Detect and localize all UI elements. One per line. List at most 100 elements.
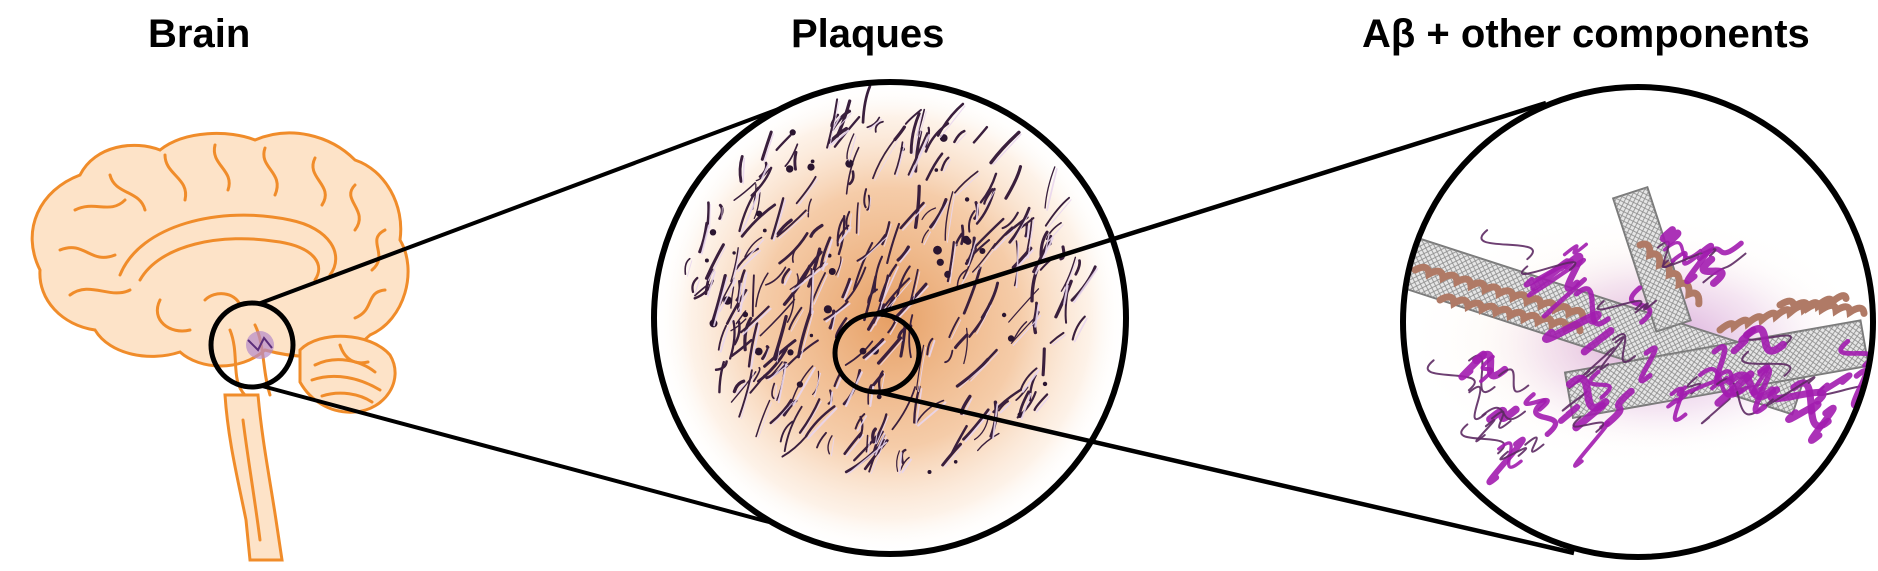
- plaque-fibril: [921, 229, 930, 244]
- plaque-fibril: [717, 324, 727, 351]
- plaque-fibril: [962, 408, 990, 441]
- plaque-fibril: [684, 257, 691, 275]
- copper-helix: [1776, 297, 1868, 318]
- protein-ribbon: [1701, 397, 1731, 425]
- brain-zoom-circle: [208, 300, 296, 390]
- plaque-fibril: [833, 373, 841, 388]
- plaque-fibril: [738, 369, 753, 418]
- plaque-fibril: [1039, 230, 1049, 263]
- plaque-fibril: [1001, 211, 1019, 230]
- plaque-fibril-highlight: [975, 203, 979, 222]
- plaque-fibril-highlight: [811, 269, 815, 315]
- plaque-particle: [845, 159, 854, 168]
- protein-ribbon: [1670, 250, 1700, 266]
- plaque-fibril: [899, 324, 907, 358]
- plaque-fibril: [956, 268, 968, 287]
- plaque-fibril-highlight: [923, 231, 931, 246]
- plaque-fibril: [730, 338, 753, 358]
- zoom-connector-1: [257, 102, 793, 524]
- plaque-fibril: [759, 298, 796, 337]
- plaque-fibril-highlight: [911, 271, 921, 305]
- protein-ribbon: [1564, 252, 1584, 292]
- protein-ribbon: [1588, 369, 1612, 400]
- plaque-fibril-highlight: [750, 324, 761, 370]
- plaque-fibril: [929, 198, 948, 229]
- plaque-fibril: [874, 120, 884, 133]
- plaque-fibril-highlight: [739, 271, 748, 314]
- plaque-particle: [704, 258, 709, 263]
- protein-ribbon: [1533, 398, 1559, 437]
- plaque-fibril-highlight: [740, 188, 762, 234]
- plaque-particle: [944, 270, 952, 278]
- plaque-fibril: [856, 233, 887, 262]
- protein-ribbon: [1596, 300, 1643, 311]
- plaque-fibril: [962, 247, 977, 280]
- plaque-fibril: [779, 420, 794, 443]
- plaque-fibril: [896, 450, 900, 472]
- plaque-fibril: [953, 129, 966, 144]
- plaque-fibril-highlight: [832, 116, 841, 129]
- plaque-fibril: [899, 456, 910, 471]
- plaque-fibril: [866, 194, 871, 211]
- components-title: Aβ + other components: [1362, 12, 1810, 56]
- plaque-particle: [953, 460, 958, 464]
- protein-ribbon: [1716, 377, 1761, 416]
- plaque-fibril: [925, 152, 944, 181]
- plaque-fibril: [1060, 256, 1077, 292]
- plaque-fibril-highlight: [856, 415, 868, 432]
- plaque-fibril: [784, 143, 799, 167]
- protein-ribbon: [1599, 336, 1625, 371]
- plaque-fibril: [855, 202, 859, 234]
- plaque-fibril: [1049, 331, 1065, 344]
- plaque-fibril-highlight: [1021, 369, 1040, 393]
- plaque-fibril: [1013, 321, 1028, 341]
- plaque-fibril: [968, 313, 986, 338]
- magenta-protein-ribbons: [1426, 226, 1873, 486]
- plaque-fibril-highlight: [778, 211, 809, 239]
- plaque-fibril: [698, 221, 709, 254]
- plaque-fibril: [786, 293, 795, 323]
- plaque-fibril: [936, 102, 965, 137]
- plaque-fibril-highlight: [976, 304, 992, 335]
- plaque-fibril: [926, 337, 934, 356]
- plaque-fibril: [761, 345, 770, 360]
- protein-ribbon: [1523, 392, 1550, 412]
- plaque-fibril-highlight: [874, 433, 886, 456]
- protein-ribbon: [1817, 372, 1853, 395]
- plaque-fibril: [1008, 288, 1040, 323]
- plaque-particle: [742, 311, 749, 318]
- plaque-particle: [939, 134, 948, 142]
- plaque-fibril-highlight: [1063, 284, 1069, 306]
- plaque-fibril: [852, 241, 874, 291]
- plaque-fibril-highlight: [694, 279, 700, 295]
- zoom-connector-2: [874, 100, 1575, 556]
- plaque-fibril-highlight: [831, 312, 837, 331]
- plaque-fibril: [730, 247, 739, 282]
- plaque-fibril-highlight: [772, 199, 787, 242]
- plaque-fibril-highlight: [944, 445, 963, 468]
- plaque-fibril: [863, 188, 868, 209]
- plaque-fibril-highlight: [1062, 258, 1078, 294]
- plaque-fibril: [793, 150, 798, 171]
- protein-ribbon: [1725, 371, 1777, 401]
- plaque-fibril: [963, 327, 968, 365]
- plaque-fibril: [807, 247, 822, 288]
- plaque-fibril: [891, 386, 916, 431]
- plaque-fibril-highlight: [848, 135, 857, 162]
- plaque-fibril-highlight: [1047, 199, 1072, 229]
- plaque-fibril-highlight: [950, 319, 962, 340]
- protein-ribbon: [1498, 368, 1530, 393]
- plaque-fibril: [738, 155, 744, 183]
- plaque-fibril-highlight: [777, 363, 788, 404]
- plaque-fibril: [948, 316, 960, 339]
- plaque-fibril: [736, 269, 746, 312]
- plaque-fibril-highlight: [799, 310, 815, 360]
- protein-ribbon: [1573, 286, 1611, 327]
- plaque-fibril: [886, 222, 901, 265]
- plaque-fibril-highlight: [858, 204, 861, 236]
- plaque-fibril: [788, 306, 803, 331]
- plaque-fibril-highlight: [707, 271, 716, 297]
- plaque-fibril-highlight: [899, 248, 912, 263]
- component-zoom-circle: [1400, 84, 1876, 560]
- plaque-fibril-highlight: [946, 193, 956, 243]
